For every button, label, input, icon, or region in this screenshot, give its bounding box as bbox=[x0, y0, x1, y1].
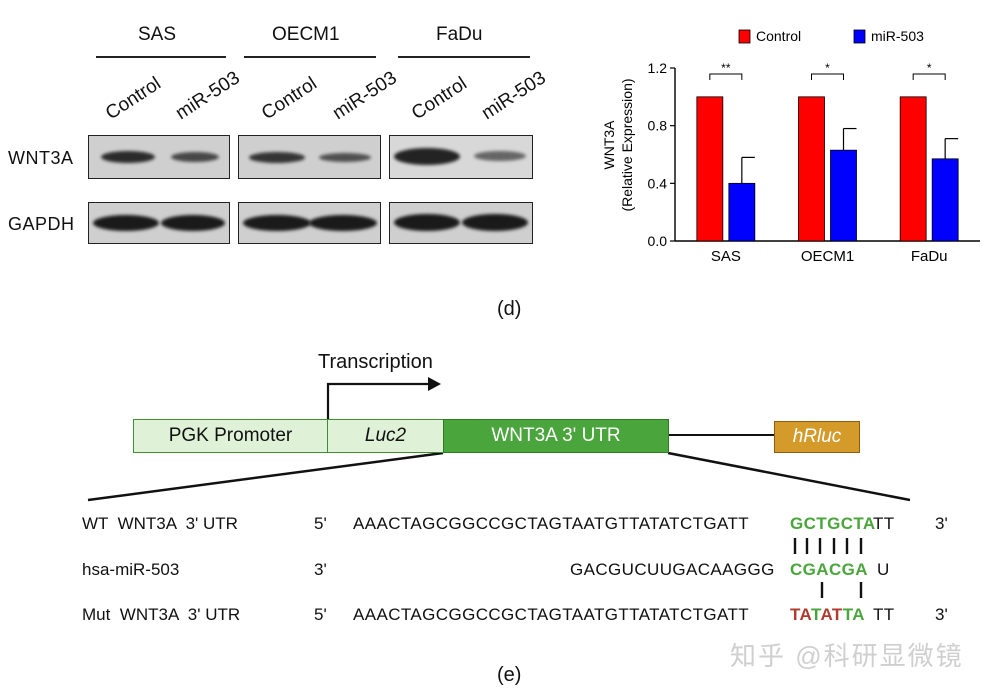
wb-group-fadu: FaDu bbox=[436, 24, 483, 45]
y-tick-label: 0.4 bbox=[648, 175, 668, 191]
legend-label-control: Control bbox=[756, 28, 801, 44]
promoter-label: PGK Promoter bbox=[168, 425, 293, 446]
transcription-label: Transcription bbox=[318, 351, 433, 373]
luc2-label: Luc2 bbox=[364, 425, 407, 446]
wb-group-line-sas bbox=[96, 56, 226, 58]
legend-swatch-mir503 bbox=[853, 29, 866, 44]
y-tick-label: 0.0 bbox=[648, 233, 668, 249]
wb-blot-gapdh-sas bbox=[88, 202, 230, 244]
construct-hrluc: hRluc bbox=[774, 421, 860, 453]
wb-row-label-gapdh: GAPDH bbox=[8, 214, 75, 234]
seq-mut-3prime: 3' bbox=[935, 605, 948, 624]
seq-mut-site-part: TA bbox=[790, 605, 811, 624]
y-axis-label: WNT3A bbox=[601, 120, 617, 170]
seq-mut-site-part: AT bbox=[820, 605, 843, 624]
bar-control bbox=[798, 96, 825, 242]
seq-mut-5prime: 5' bbox=[314, 605, 327, 624]
bar-chart: Control miR-503 WNT3A (Relative Expressi… bbox=[601, 28, 980, 265]
x-tick-label: FaDu bbox=[911, 248, 948, 265]
wb-blot-gapdh-oecm1 bbox=[238, 202, 381, 244]
seq-mut-name: Mut WNT3A 3' UTR bbox=[82, 605, 241, 624]
significance-label: * bbox=[825, 61, 830, 75]
wb-blot-gapdh-fadu bbox=[389, 202, 533, 244]
seq-mut-tail: TT bbox=[873, 605, 895, 624]
seq-wt-site: GCTGCTA bbox=[790, 514, 876, 533]
seq-mir-sequence: GACGUCUUGACAAGGG bbox=[570, 560, 775, 579]
significance-bracket bbox=[811, 73, 844, 80]
significance-label: ** bbox=[721, 61, 731, 75]
seq-mir-tail: U bbox=[877, 560, 890, 579]
y-tick-label: 0.8 bbox=[648, 118, 668, 134]
panel-label-e: (e) bbox=[497, 664, 522, 686]
construct-utr: WNT3A 3' UTR bbox=[443, 419, 669, 453]
bar-mir-503 bbox=[931, 158, 959, 242]
wb-group-sas: SAS bbox=[138, 24, 177, 45]
seq-mut-site: TATATTA bbox=[790, 605, 865, 625]
wb-group-line-oecm1 bbox=[244, 56, 376, 58]
seq-wt-5prime: 5' bbox=[314, 514, 327, 533]
legend-label-mir503: miR-503 bbox=[871, 28, 924, 44]
legend-swatch-control bbox=[738, 29, 751, 44]
significance-label: * bbox=[927, 61, 932, 75]
wb-row-label-wnt3a: WNT3A bbox=[8, 148, 74, 168]
watermark: 知乎 @科研显微镜 bbox=[730, 641, 964, 671]
bar-mir-503 bbox=[830, 149, 857, 242]
panel-label-d: (d) bbox=[497, 298, 522, 320]
x-tick-label: OECM1 bbox=[801, 248, 854, 265]
seq-wt-sequence: AAACTAGCGGCCGCTAGTAATGTTATATCTGATT bbox=[353, 514, 750, 533]
y-axis-sublabel: (Relative Expression) bbox=[619, 78, 635, 211]
bar-mir-503 bbox=[728, 182, 756, 242]
wb-group-oecm1: OECM1 bbox=[272, 24, 340, 45]
seq-mut-site-part: TA bbox=[842, 605, 865, 624]
utr-label: WNT3A 3' UTR bbox=[491, 425, 621, 446]
seq-wt-tail: TT bbox=[873, 514, 895, 533]
x-tick-label: SAS bbox=[711, 248, 741, 265]
wb-blot-wnt3a-sas bbox=[88, 135, 230, 179]
significance-bracket bbox=[709, 73, 743, 80]
seq-wt-3prime: 3' bbox=[935, 514, 948, 533]
wb-blot-wnt3a-fadu bbox=[389, 135, 533, 179]
significance-bracket bbox=[912, 73, 946, 80]
wb-group-line-fadu bbox=[398, 56, 530, 58]
seq-mir-site: CGACGA bbox=[790, 560, 868, 579]
seq-mir-3prime: 3' bbox=[314, 560, 327, 579]
bar-control bbox=[696, 96, 724, 242]
y-tick-label: 1.2 bbox=[648, 60, 668, 76]
wb-blot-wnt3a-oecm1 bbox=[238, 135, 381, 179]
seq-wt-name: WT WNT3A 3' UTR bbox=[82, 514, 238, 533]
seq-mut-site-part: T bbox=[810, 605, 821, 624]
seq-mut-sequence: AAACTAGCGGCCGCTAGTAATGTTATATCTGATT bbox=[353, 605, 750, 624]
bar-control bbox=[899, 96, 927, 242]
seq-mir-name: hsa-miR-503 bbox=[82, 560, 180, 579]
construct-promoter: PGK Promoter bbox=[133, 419, 328, 453]
hrluc-label: hRluc bbox=[792, 426, 842, 447]
